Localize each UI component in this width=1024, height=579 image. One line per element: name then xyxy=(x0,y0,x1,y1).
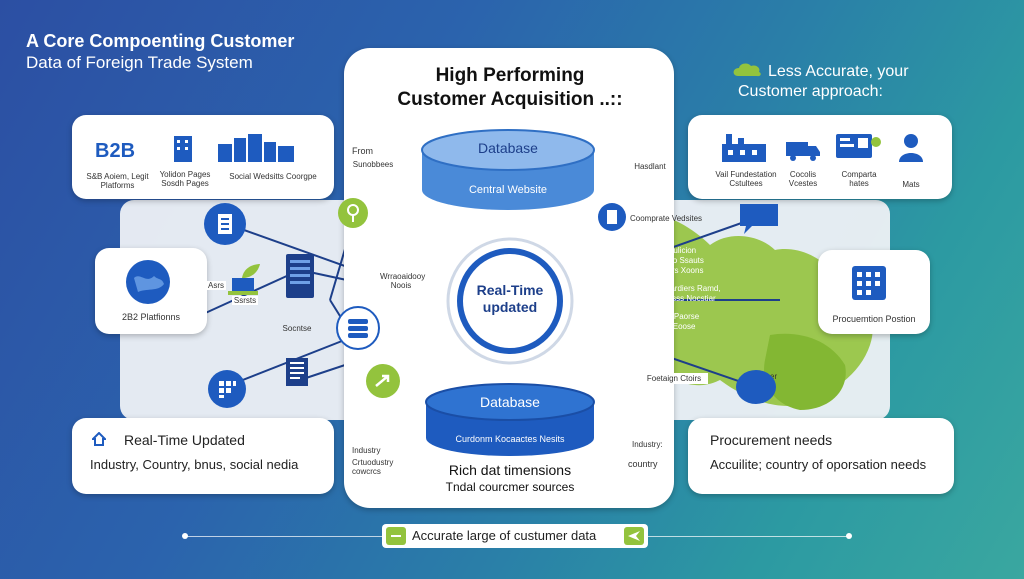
label-hasdlant: Hasdlant xyxy=(634,162,666,171)
node-laptop-icon xyxy=(228,278,258,296)
label-from-sub: Sunobbees xyxy=(352,160,394,169)
bottom-left-subtitle: Industry, Country, bnus, social nedia xyxy=(90,457,299,472)
factory-icon xyxy=(722,134,766,162)
map-text-line: Sosinodd Nosss Nocstiar xyxy=(626,294,716,303)
database-bottom-sub: Curdonm Kocaactes Nesits xyxy=(455,434,565,444)
home-icon xyxy=(90,431,108,446)
node-document-icon xyxy=(204,203,246,245)
top-left-caption-2: Yolidon Pages Sosdh Pages xyxy=(159,170,211,188)
map-text-line: Coodoatdo Ssauts xyxy=(638,256,704,265)
bottom-right-subtitle: Accuilite; country of oporsation needs xyxy=(710,457,927,472)
node-grid-icon xyxy=(208,370,246,408)
footer-dot-right xyxy=(846,533,852,539)
bottom-left-card xyxy=(72,418,334,494)
cloud-icon xyxy=(732,62,762,78)
map-text-line: Cotuidoulicion xyxy=(645,246,697,255)
footer-plane-icon xyxy=(624,527,644,545)
map-text-block: Cotuidoulicion Coodoatdo Ssauts Cossdoie… xyxy=(616,246,726,332)
map-text-line: Soeciue Paorse xyxy=(642,312,700,321)
footer-left-icon xyxy=(386,527,406,545)
label-small-left-b: Ssrsts xyxy=(232,296,258,305)
city-buildings-icon xyxy=(218,132,298,162)
label-small-node-b: Socntse xyxy=(282,324,312,333)
label-industry-left-sub: Crtuodustry cowcrcs xyxy=(352,458,394,476)
database-bottom-label: Database xyxy=(480,394,540,410)
label-industry-right: Industry: xyxy=(632,440,663,449)
b2b-logo-icon: B2B xyxy=(95,140,136,162)
label-from: From xyxy=(352,146,373,156)
hub-label: Real-Time updated xyxy=(476,282,544,315)
person-icon xyxy=(898,132,924,162)
node-stack-icon xyxy=(336,306,380,350)
database-top-sub: Central Website xyxy=(468,184,548,196)
top-left-caption-3: Social Wedsitts Coorgpe xyxy=(229,172,317,181)
globe-icon xyxy=(124,258,172,306)
center-caption: Rich dat timensions Tndal courcmer sourc… xyxy=(445,462,575,494)
node-leaf-icon xyxy=(240,262,262,280)
map-text-line: Cossdoiers Xoons xyxy=(638,266,704,275)
node-pin-icon xyxy=(338,198,368,228)
dashboard-icon xyxy=(836,134,882,162)
node-right-doc-icon xyxy=(598,203,626,231)
left-title: A Core Compoenting Customer Data of Fore… xyxy=(26,31,295,72)
node-green-arrow-icon xyxy=(366,364,400,398)
map-text-line: Socsal Eoose xyxy=(646,322,696,331)
node-server-icon xyxy=(282,252,318,300)
node-chart-icon xyxy=(286,358,310,388)
top-left-caption-1: S&B Aoiem, Legit Platforms xyxy=(86,172,149,190)
footer-pill xyxy=(382,524,648,548)
footer-dot-left xyxy=(182,533,188,539)
top-right-caption-2: Cocolis Vcestes xyxy=(788,170,818,188)
calendar-grid-icon xyxy=(852,266,888,302)
database-top-label: Database xyxy=(478,140,538,156)
node-right-bottom-icon xyxy=(736,370,776,404)
bottom-right-title: Procurement needs xyxy=(710,432,833,448)
top-right-caption-4: Mats xyxy=(902,180,920,189)
right-mid-caption: Procuemtion Postion xyxy=(832,314,916,324)
top-right-caption-3: Comparta hates xyxy=(841,170,877,188)
top-right-caption-1: Vail Fundestation Cstultees xyxy=(715,170,777,188)
right-title: Less Accurate, your Customer approach: xyxy=(738,63,909,100)
center-title: High Performing Customer Acquisition ..:… xyxy=(397,65,623,110)
label-industry-left: Industry xyxy=(352,446,381,455)
truck-icon xyxy=(786,140,820,162)
node-chat-icon xyxy=(736,200,782,236)
database-top-cylinder xyxy=(421,129,595,210)
map-text-line: Tosit Sdd Socardiers Ramd, xyxy=(621,284,721,293)
bottom-left-title: Real-Time Updated xyxy=(124,432,245,448)
label-country-right: country xyxy=(628,459,658,469)
building-icon xyxy=(172,134,194,162)
label-small-node-a: Wrraoaidooy Noois xyxy=(380,272,426,290)
database-bottom-cylinder xyxy=(425,383,595,456)
label-small-left-a: Asrs xyxy=(206,281,226,290)
footer-text: Accurate large of custumer data xyxy=(412,528,597,543)
label-coomprate: Coomprate Vedsites xyxy=(630,214,703,223)
bottom-right-card xyxy=(688,418,954,494)
left-mid-caption: 2B2 Platfionns xyxy=(121,312,181,322)
label-foreign-state: Foetaign Ctoirs xyxy=(640,373,708,384)
realtime-hub xyxy=(446,237,574,365)
